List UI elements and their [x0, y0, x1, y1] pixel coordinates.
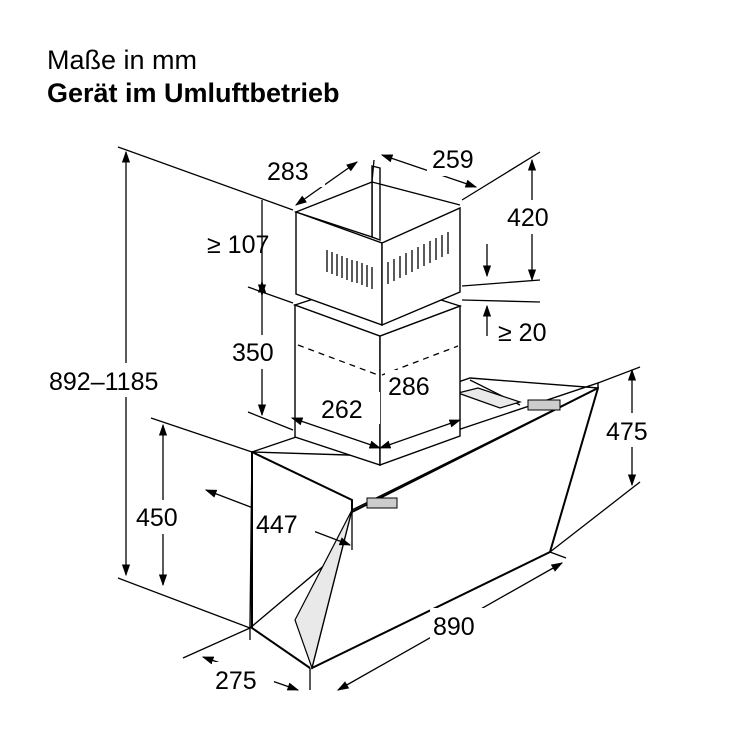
upper-chimney	[293, 165, 461, 327]
dim-chimney-depth: 283	[267, 158, 309, 186]
dim-lower-chimney-width: 262	[321, 396, 363, 424]
dim-lower-chimney-depth: 286	[388, 373, 430, 401]
dim-min-gap-upper: ≥ 107	[207, 231, 269, 259]
dim-body-height: 450	[136, 504, 178, 532]
dim-upper-height: 420	[507, 204, 549, 232]
diagram-title: Gerät im Umluftbetrieb	[47, 78, 340, 108]
dim-chimney-width: 259	[432, 146, 474, 174]
dim-min-gap-lower: ≥ 20	[498, 319, 546, 347]
dim-panel-height: 475	[606, 418, 648, 446]
dim-inner-height: 350	[232, 339, 274, 367]
dim-body-depth-top: 447	[256, 511, 298, 539]
units-caption: Maße in mm	[47, 45, 198, 75]
dim-body-depth-bottom: 275	[215, 667, 257, 695]
dim-total-height: 892–1185	[49, 368, 158, 396]
dim-hood-width: 890	[433, 613, 475, 641]
